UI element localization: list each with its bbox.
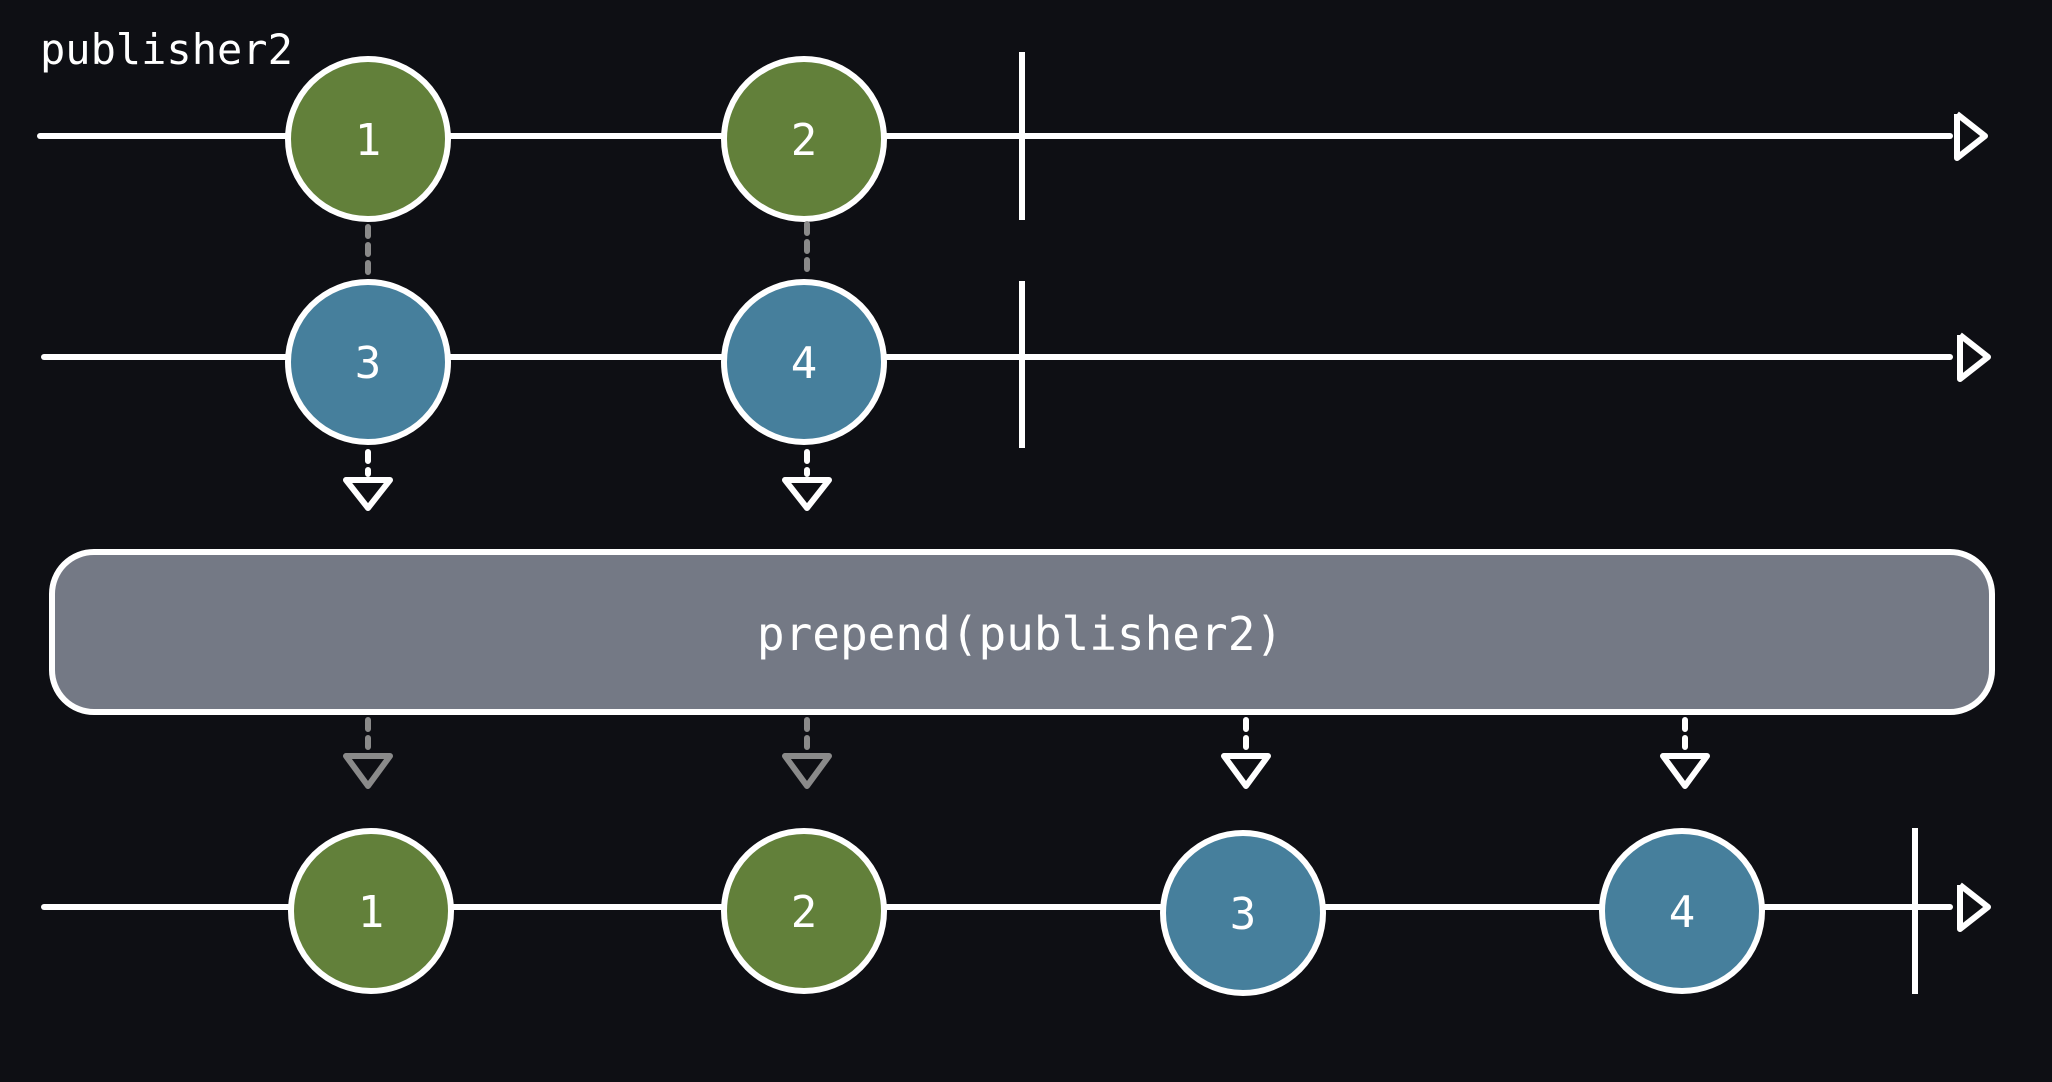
marble-publisher2-1: 1 (285, 56, 451, 222)
marble-output-4: 4 (1599, 828, 1765, 994)
operator-label: prepend(publisher2) (757, 607, 1283, 661)
marble-source-4: 4 (721, 279, 887, 445)
marble-label: 1 (355, 115, 382, 166)
timeline-arrow-icon (1957, 332, 1991, 382)
output-arrow-gray (343, 717, 393, 789)
marble-label: 2 (791, 887, 818, 938)
output-arrow-white (1660, 717, 1710, 789)
timeline-arrow-icon (1957, 882, 1991, 932)
marble-label: 4 (1669, 887, 1696, 938)
marble-publisher2-2: 2 (721, 56, 887, 222)
input-arrow (782, 449, 832, 511)
arrow-down-icon (343, 477, 393, 511)
arrow-down-icon (343, 753, 393, 789)
arrow-down-icon (782, 477, 832, 511)
marble-output-3: 3 (1160, 830, 1326, 996)
marble-label: 1 (358, 887, 385, 938)
timeline-arrow-icon (1954, 111, 1988, 161)
marble-label: 4 (791, 338, 818, 389)
arrow-down-icon (782, 753, 832, 789)
marble-label: 3 (1230, 889, 1257, 940)
input-arrow (343, 449, 393, 511)
output-arrow-gray (782, 717, 832, 789)
output-arrow-white (1221, 717, 1271, 789)
marble-label: 3 (355, 338, 382, 389)
marble-label: 2 (791, 115, 818, 166)
marble-output-2: 2 (721, 828, 887, 994)
publisher-label: publisher2 (40, 25, 293, 74)
marble-output-1: 1 (288, 828, 454, 994)
marble-source-3: 3 (285, 279, 451, 445)
arrow-down-icon (1221, 753, 1271, 789)
arrow-down-icon (1660, 753, 1710, 789)
operator-box: prepend(publisher2) (49, 549, 1995, 715)
